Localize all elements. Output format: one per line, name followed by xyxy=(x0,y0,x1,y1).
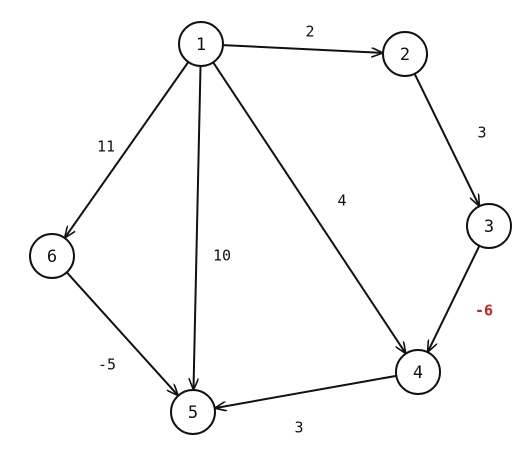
edge-1-to-2-weight: 2 xyxy=(305,23,314,41)
edge-1-to-4 xyxy=(212,61,405,352)
node-5-circle xyxy=(170,389,216,435)
node-4: 4 xyxy=(395,349,441,395)
edge-3-to-4-weight: -6 xyxy=(475,302,493,320)
node-5-label: 5 xyxy=(188,403,198,423)
edge-1-to-4-weight: 4 xyxy=(337,192,346,210)
edge-1-to-6 xyxy=(65,61,190,237)
edge-1-to-6-weight: 11 xyxy=(97,138,115,156)
edge-1-to-5 xyxy=(193,65,202,389)
edge-1-to-5-weight: 10 xyxy=(213,247,231,265)
node-4-label: 4 xyxy=(413,363,423,383)
edge-2-to-3-weight: 3 xyxy=(477,124,486,142)
node-6: 6 xyxy=(29,233,75,279)
node-3: 3 xyxy=(466,203,512,249)
node-2: 2 xyxy=(382,31,428,77)
edge-1-to-2 xyxy=(222,44,382,53)
node-1-circle xyxy=(178,21,224,67)
node-2-circle xyxy=(382,31,428,77)
node-3-circle xyxy=(466,203,512,249)
node-6-label: 6 xyxy=(47,247,57,267)
node-4-circle xyxy=(395,349,441,395)
edge-4-to-5 xyxy=(216,374,397,408)
edge-6-to-5-weight: -5 xyxy=(98,356,116,374)
edge-4-to-5-weight: 3 xyxy=(294,419,303,437)
nodes-layer: 1 2 3 4 5 6 xyxy=(29,21,512,435)
node-5: 5 xyxy=(170,389,216,435)
node-6-circle xyxy=(29,233,75,279)
edge-2-to-3 xyxy=(413,73,479,206)
edge-6-to-5 xyxy=(66,271,178,395)
node-1: 1 xyxy=(178,21,224,67)
edges-layer: 2 3 -6 4 10 11 -5 3 xyxy=(65,23,493,437)
node-3-label: 3 xyxy=(484,217,494,237)
edge-3-to-4 xyxy=(428,245,481,352)
node-1-label: 1 xyxy=(196,35,206,55)
node-2-label: 2 xyxy=(400,45,410,65)
